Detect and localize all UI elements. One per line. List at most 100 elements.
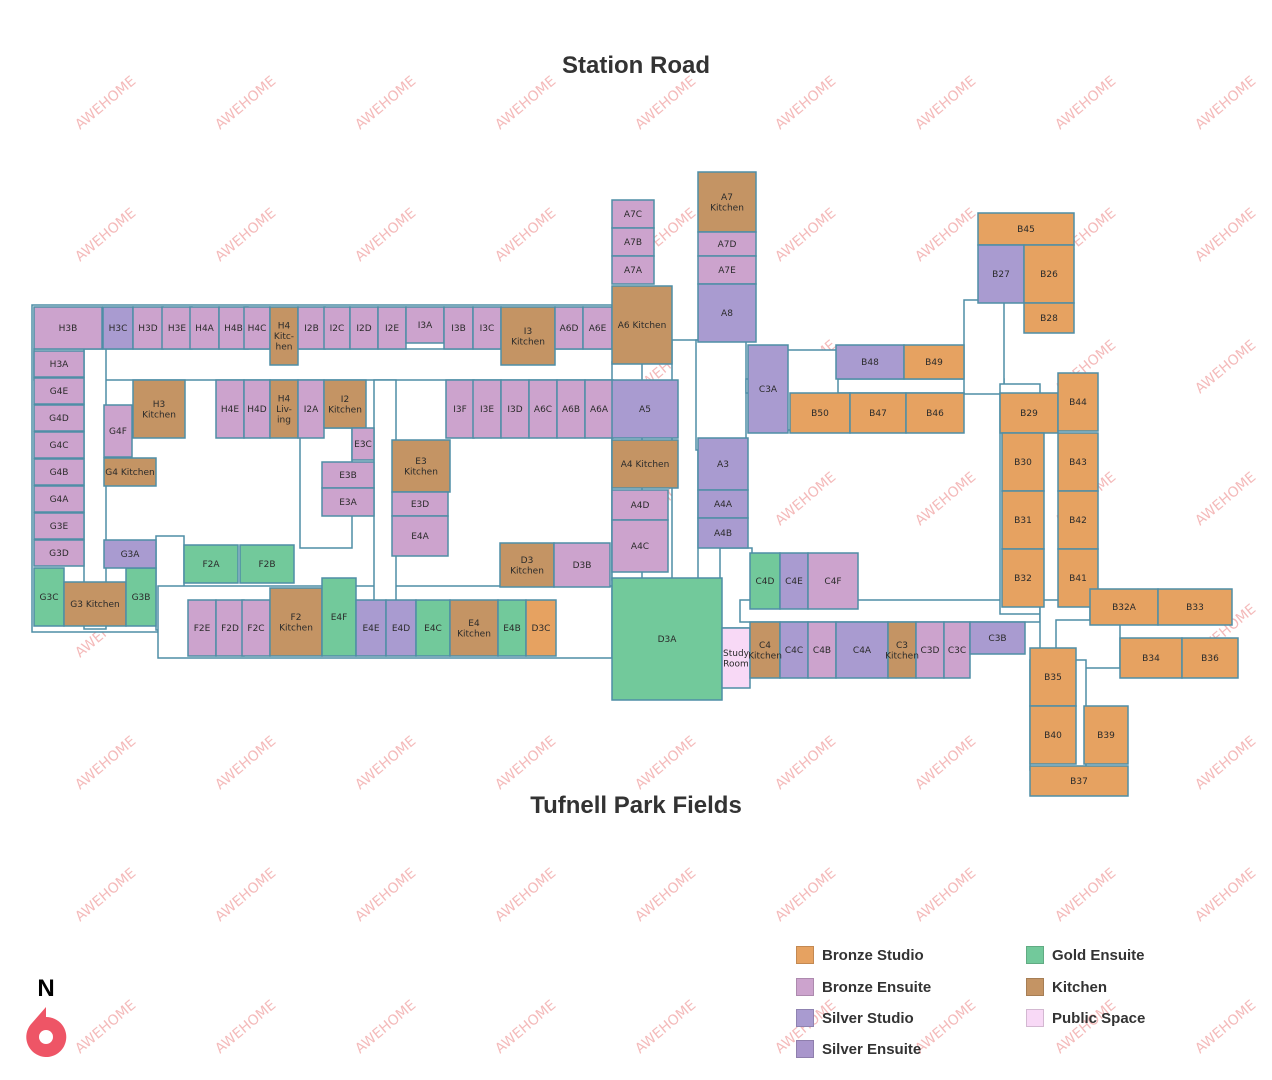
room-label: B30 xyxy=(1014,458,1032,468)
room xyxy=(449,599,499,657)
room-label: A6D xyxy=(560,324,579,334)
room-label: B48 xyxy=(861,358,879,368)
legend-swatch xyxy=(1026,1009,1044,1027)
room-label: E4B xyxy=(503,624,521,634)
room-label: C4E xyxy=(785,577,803,587)
legend-swatch xyxy=(796,1009,814,1027)
room xyxy=(611,227,655,257)
room xyxy=(500,379,530,439)
room xyxy=(943,621,971,679)
room xyxy=(1029,705,1077,765)
room xyxy=(33,431,85,459)
legend: Bronze Studio Bronze Ensuite Silver Stud… xyxy=(796,942,1196,1072)
legend-label: Bronze Studio xyxy=(822,946,924,964)
room-label: C4B xyxy=(813,646,831,656)
watermark-text: AWEHOME xyxy=(772,865,839,925)
room xyxy=(779,552,809,610)
legend-item: Silver Ensuite xyxy=(796,1040,921,1058)
room-layer xyxy=(33,171,1239,797)
street-label-bottom: Tufnell Park Fields xyxy=(530,792,742,819)
room xyxy=(1001,490,1045,550)
room-label: B32 xyxy=(1014,574,1032,584)
watermark-text: AWEHOME xyxy=(492,205,559,265)
legend-label: Kitchen xyxy=(1052,978,1108,996)
room xyxy=(239,544,295,584)
room-label: E4C xyxy=(424,624,442,634)
room xyxy=(1023,302,1075,334)
room-label: C4F xyxy=(824,577,841,587)
room xyxy=(1119,637,1183,679)
room-label: B35 xyxy=(1044,673,1062,683)
legend-label: Bronze Ensuite xyxy=(822,978,932,996)
room xyxy=(556,379,586,439)
room-label: I3C xyxy=(480,324,495,334)
room-label: F2B xyxy=(258,560,275,570)
room xyxy=(697,283,757,343)
room xyxy=(977,212,1075,246)
room-label: E3B xyxy=(339,471,357,481)
room-label: A4B xyxy=(714,529,732,539)
room xyxy=(611,489,669,521)
room xyxy=(215,379,245,439)
room xyxy=(1023,244,1075,304)
room xyxy=(391,491,449,517)
room xyxy=(33,458,85,486)
watermark-text: AWEHOME xyxy=(72,205,139,265)
room xyxy=(33,350,85,378)
room-label: E4E xyxy=(362,624,379,634)
watermark-text: AWEHOME xyxy=(912,469,979,529)
room xyxy=(1029,765,1129,797)
legend-label: Public Space xyxy=(1052,1009,1146,1027)
room-label: E3D xyxy=(411,500,429,510)
room-label: B43 xyxy=(1069,458,1087,468)
legend-swatch xyxy=(796,978,814,996)
room-label: G4 Kitchen xyxy=(105,468,154,478)
room-label: G3A xyxy=(121,550,141,560)
room-label: A7C xyxy=(624,210,642,220)
legend-item: Gold Ensuite xyxy=(1026,946,1145,964)
street-label-top: Station Road xyxy=(562,52,710,79)
watermark-text: AWEHOME xyxy=(352,733,419,793)
room xyxy=(377,306,407,350)
room-label: G4A xyxy=(50,495,70,505)
room-label: E3A xyxy=(339,498,357,508)
room xyxy=(887,621,917,679)
room xyxy=(697,437,749,491)
room-label: A7D xyxy=(718,240,737,250)
corridor xyxy=(963,299,1005,395)
room xyxy=(323,306,351,350)
room xyxy=(33,485,85,513)
room xyxy=(183,544,239,584)
room xyxy=(1157,588,1233,626)
room xyxy=(218,306,249,350)
room-label: G3 Kitchen xyxy=(70,600,119,610)
room xyxy=(472,379,502,439)
room-label: B44 xyxy=(1069,398,1087,408)
room-label: A6E xyxy=(589,324,607,334)
room-label: G4B xyxy=(50,468,69,478)
watermark-text: AWEHOME xyxy=(72,733,139,793)
room-label: G3D xyxy=(49,549,69,559)
room-label: B39 xyxy=(1097,731,1115,741)
room xyxy=(611,519,669,573)
room-label: F2A xyxy=(202,560,220,570)
compass-north-label: N xyxy=(37,975,55,1002)
room-label: E4D xyxy=(392,624,410,634)
watermark-text: AWEHOME xyxy=(72,73,139,133)
room-label: A4A xyxy=(714,500,733,510)
room xyxy=(1001,548,1045,608)
watermark-text: AWEHOME xyxy=(492,997,559,1057)
watermark-text: AWEHOME xyxy=(212,733,279,793)
legend-swatch xyxy=(796,1040,814,1058)
room xyxy=(611,439,679,489)
room xyxy=(33,377,85,405)
room xyxy=(415,599,451,657)
room-label: I3E xyxy=(480,405,494,415)
room-label: A6A xyxy=(590,405,609,415)
watermark-text: AWEHOME xyxy=(772,733,839,793)
